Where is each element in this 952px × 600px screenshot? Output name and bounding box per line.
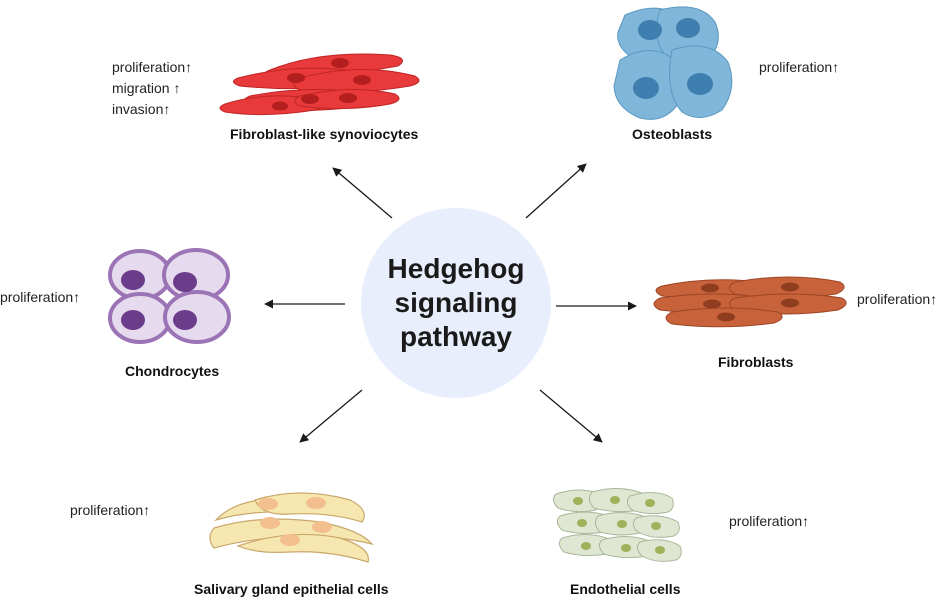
osteoblast-cells-illustration [613, 6, 733, 120]
fls-effect-proliferation: proliferation↑ [112, 59, 193, 75]
fibroblast-cells-illustration [653, 276, 847, 328]
arrows [264, 163, 637, 443]
salivary-effect: proliferation↑ [70, 502, 151, 518]
center-circle [361, 208, 551, 398]
fls-label: Fibroblast-like synoviocytes [230, 126, 419, 142]
endothelial-cells-illustration [552, 488, 682, 562]
osteoblasts-effect: proliferation↑ [759, 59, 840, 75]
chondrocytes-label: Chondrocytes [125, 363, 220, 379]
chondrocyte-cells-illustration [108, 248, 231, 344]
fibroblasts-effect: proliferation↑ [857, 291, 938, 307]
salivary-label: Salivary gland epithelial cells [194, 581, 389, 597]
osteoblasts-label: Osteoblasts [632, 126, 713, 142]
fls-effects: proliferation↑ migration ↑ invasion↑ [112, 57, 192, 120]
arrow-to-fls [332, 167, 393, 219]
endothelial-label: Endothelial cells [570, 581, 681, 597]
endothelial-effect: proliferation↑ [729, 513, 810, 529]
center-node: Hedgehog signaling pathway [361, 208, 551, 398]
fls-cells-illustration [219, 53, 420, 116]
fibroblasts-label: Fibroblasts [718, 354, 794, 370]
salivary-cells-illustration [209, 492, 374, 563]
center-title: Hedgehog signaling pathway [387, 253, 525, 352]
arrow-to-osteoblasts [525, 163, 587, 219]
arrow-to-endothelial [539, 389, 603, 443]
chondrocytes-effect: proliferation↑ [0, 289, 81, 305]
fls-effect-invasion: invasion↑ [112, 101, 171, 117]
fls-effect-migration: migration ↑ [112, 80, 181, 96]
arrow-to-salivary [299, 389, 363, 443]
